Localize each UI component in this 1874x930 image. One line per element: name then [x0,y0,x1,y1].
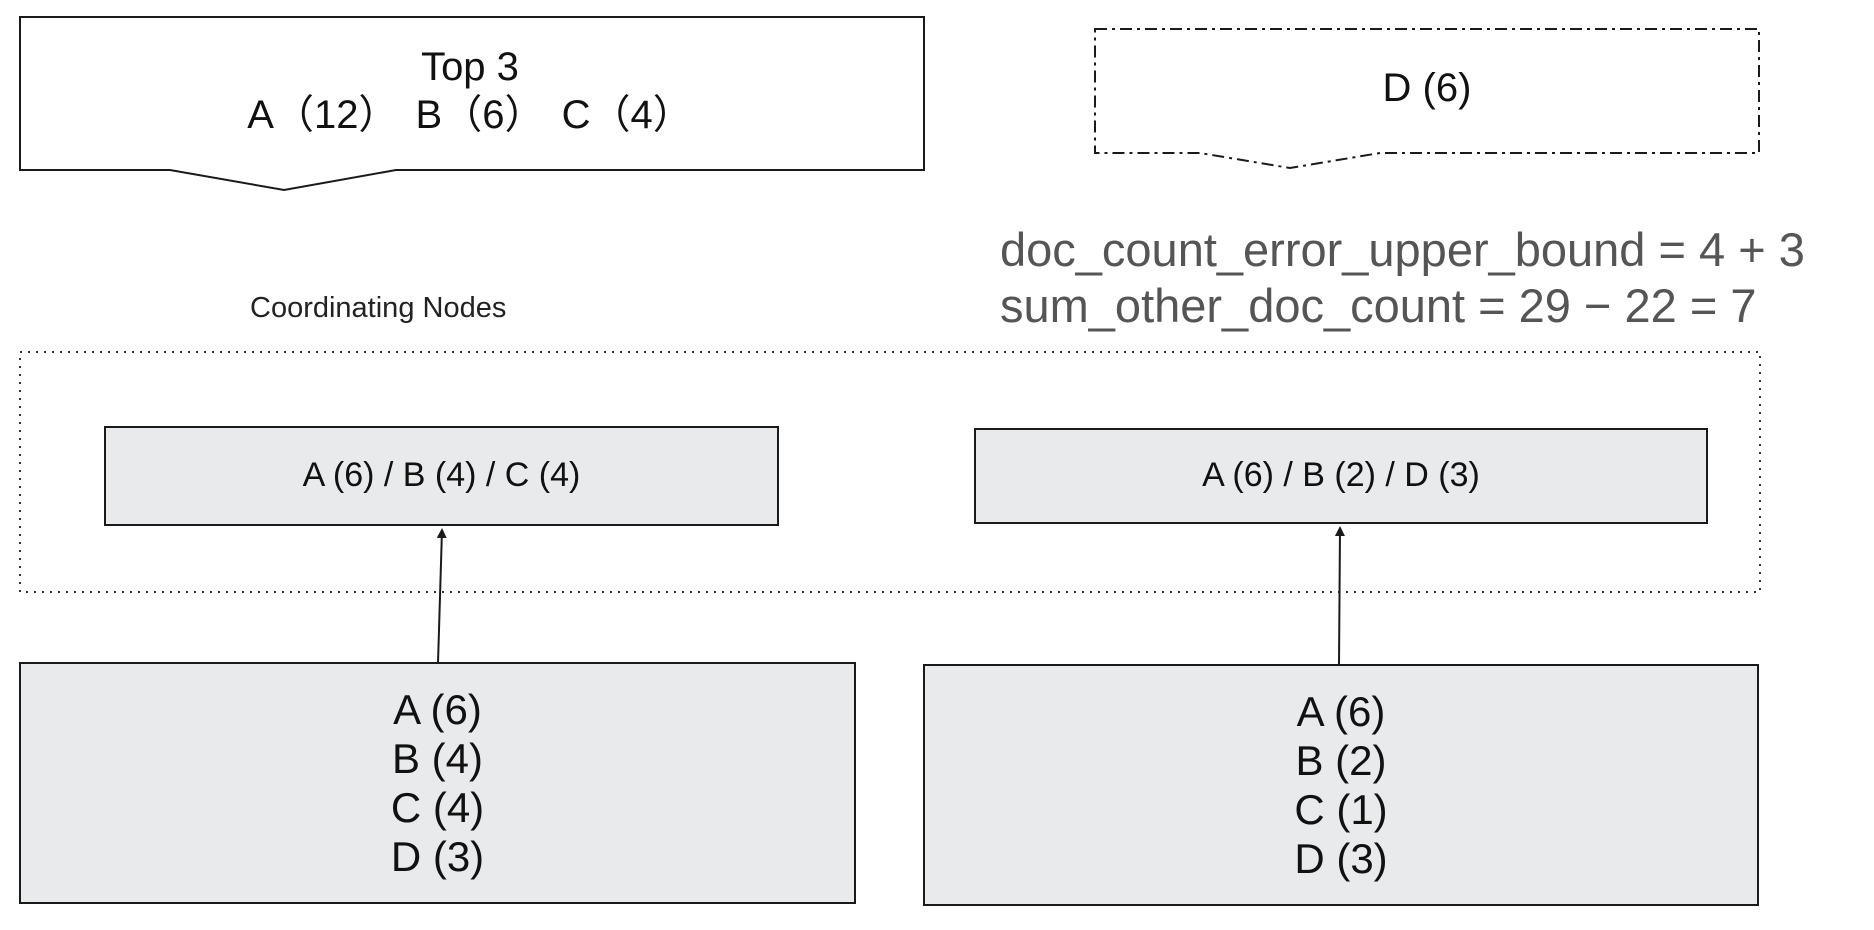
missed-result-box [1094,28,1760,170]
shard-2-term: D (3) [1294,835,1388,882]
top-result-box [19,16,925,192]
coordinating-nodes-region [19,351,1761,593]
formula-error-upper-bound: doc_count_error_upper_bound = 4 + 3 [1000,223,1805,276]
shard-summary-1: A (6) / B (4) / C (4) [302,456,581,494]
shard-summary-box-1 [104,426,779,526]
shard-box-2 [923,664,1759,906]
top-result-title: Top 3 [421,45,519,89]
shard-2-term-list: A (6) B (2) C (1) D (3) [924,687,1758,883]
shard-2-term: A (6) [1296,688,1386,735]
formula-sum-other-doc-count: sum_other_doc_count = 29 − 22 = 7 [1000,279,1757,332]
shard-summary-box-2 [974,428,1708,524]
shard-2-term: B (2) [1295,737,1387,784]
shard-1-term: D (3) [390,833,485,880]
shard-1-term-list: A (6) B (4) C (4) D (3) [20,685,855,881]
shard-1-term: B (4) [391,735,483,782]
shard-1-term: A (6) [393,686,482,733]
coordinating-nodes-label: Coordinating Nodes [250,292,507,324]
shard-box-1 [19,662,856,904]
top-result-items: A（12） B（6） C（4） [247,93,693,137]
shard-1-term: C (4) [390,784,485,831]
shard-2-term: C (1) [1294,786,1388,833]
arrow-shard-2 [1334,526,1345,666]
shard-summary-2: A (6) / B (2) / D (3) [1202,456,1480,494]
missed-result-label: D (6) [1382,66,1472,110]
arrow-shard-1 [436,528,447,664]
